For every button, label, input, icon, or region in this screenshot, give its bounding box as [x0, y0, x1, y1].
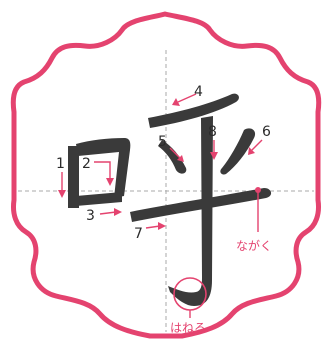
- arrow-3: [100, 212, 116, 214]
- arrow-2-head: [106, 178, 114, 186]
- stroke-number-2: 2: [82, 156, 91, 172]
- scalloped-frame: [13, 14, 318, 336]
- arrow-2: [94, 162, 110, 180]
- stroke-number-8: 8: [208, 124, 217, 140]
- arrow-1-head: [58, 190, 66, 198]
- stroke-number-3: 3: [86, 208, 95, 224]
- note-hook: はねる: [170, 321, 206, 335]
- stroke-number-5: 5: [158, 134, 167, 150]
- arrow-6: [252, 140, 262, 150]
- arrow-7-head: [158, 222, 166, 230]
- stroke-number-7: 7: [134, 226, 143, 242]
- stroke-number-1: 1: [56, 156, 65, 172]
- arrow-3-head: [114, 208, 122, 216]
- kanji-stroke-3: [76, 192, 122, 206]
- arrow-7: [146, 226, 160, 228]
- note-long: ながく: [236, 238, 272, 253]
- kanji-stroke-7: [130, 188, 271, 222]
- stroke-number-4: 4: [194, 84, 203, 100]
- kanji-glyph: [68, 94, 271, 306]
- stroke-number-6: 6: [262, 124, 271, 140]
